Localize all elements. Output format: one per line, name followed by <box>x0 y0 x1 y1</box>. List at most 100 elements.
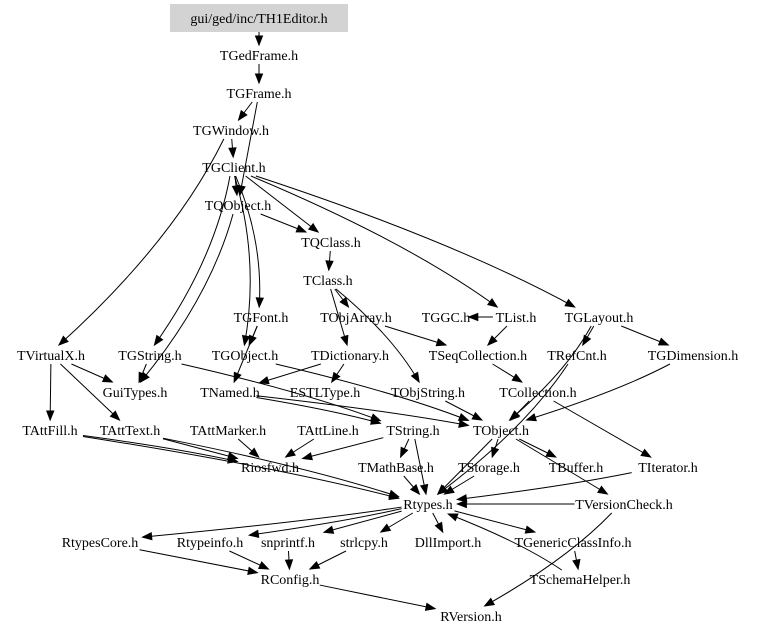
arrowhead-icon <box>254 73 264 85</box>
graph-node[interactable]: TSchemaHelper.h <box>530 573 631 588</box>
dependency-edge <box>334 288 350 309</box>
graph-node[interactable]: TCollection.h <box>499 386 576 401</box>
graph-node[interactable]: TGWindow.h <box>193 124 269 139</box>
dependency-edge <box>308 550 347 570</box>
graph-node[interactable]: TStorage.h <box>458 461 520 476</box>
graph-node[interactable]: TAttLine.h <box>297 424 358 439</box>
dependency-edge <box>139 549 259 575</box>
node-label: TAttMarker.h <box>190 424 266 439</box>
graph-node[interactable]: TAttFill.h <box>22 424 77 439</box>
dependency-edge <box>57 138 225 346</box>
dependency-edge <box>245 175 320 233</box>
graph-node[interactable]: TGFrame.h <box>227 87 292 102</box>
graph-node[interactable]: TGFont.h <box>234 311 289 326</box>
graph-node[interactable]: ESTLType.h <box>290 386 360 401</box>
graph-node[interactable]: TGString.h <box>118 349 181 364</box>
arrowhead-icon <box>370 416 382 425</box>
graph-node[interactable]: snprintf.h <box>261 536 315 551</box>
graph-node[interactable]: TDictionary.h <box>311 349 389 364</box>
arrowhead-icon <box>325 260 334 272</box>
graph-node[interactable]: TGenericClassInfo.h <box>514 536 631 551</box>
graph-node[interactable]: TGGC.h <box>422 311 471 326</box>
dependency-edge <box>436 438 493 495</box>
dependency-edge <box>237 101 253 122</box>
edge-line <box>58 138 225 346</box>
arrowhead-icon <box>657 337 670 346</box>
dependency-edge <box>443 475 475 495</box>
graph-node[interactable]: RConfig.h <box>261 573 320 588</box>
graph-node[interactable]: RVersion.h <box>440 610 502 625</box>
graph-node[interactable]: TAttMarker.h <box>190 424 266 439</box>
graph-node[interactable]: TBuffer.h <box>549 461 604 476</box>
graph-node[interactable]: TObjString.h <box>391 386 465 401</box>
graph-node[interactable]: TNamed.h <box>200 386 259 401</box>
edge-line <box>249 508 402 536</box>
dependency-edge <box>330 288 349 347</box>
edge-line <box>457 472 632 500</box>
arrowhead-icon <box>467 312 479 322</box>
graph-node[interactable]: TVirtualX.h <box>17 349 85 364</box>
dependency-edge <box>275 363 470 421</box>
graph-node[interactable]: TObject.h <box>473 424 529 439</box>
graph-node[interactable]: gui/ged/inc/TH1Editor.h <box>170 4 348 32</box>
arrowhead-icon <box>400 446 409 459</box>
node-label: TRefCnt.h <box>547 349 607 364</box>
node-label: strlcpy.h <box>340 536 388 551</box>
graph-node[interactable]: TClass.h <box>303 274 352 289</box>
graph-node[interactable]: TAttText.h <box>100 424 161 439</box>
graph-node[interactable]: TQObject.h <box>205 199 271 214</box>
edge-line <box>526 363 671 421</box>
graph-node[interactable]: TRefCnt.h <box>547 349 607 364</box>
arrowhead-icon <box>564 298 576 308</box>
graph-node[interactable]: TIterator.h <box>638 461 697 476</box>
node-label: TGDimension.h <box>648 349 739 364</box>
dependency-edge <box>325 250 334 272</box>
arrowhead-icon <box>255 297 265 309</box>
dependency-edge <box>237 438 260 458</box>
dependency-edge <box>330 363 345 384</box>
dependency-edge <box>519 438 557 458</box>
arrowhead-icon <box>248 447 260 458</box>
dependency-edge <box>403 475 421 496</box>
node-label: TGWindow.h <box>193 124 269 139</box>
graph-node[interactable]: TSeqCollection.h <box>429 349 527 364</box>
arrowhead-icon <box>257 561 270 570</box>
graph-node[interactable]: TList.h <box>496 311 537 326</box>
graph-node[interactable]: TGDimension.h <box>648 349 739 364</box>
graph-node[interactable]: TGClient.h <box>202 161 265 176</box>
edge-line <box>259 363 321 384</box>
dependency-edge <box>71 363 114 383</box>
graph-node[interactable]: Rtypes.h <box>403 498 452 513</box>
graph-node[interactable]: TGObject.h <box>212 349 278 364</box>
graph-node[interactable]: Rtypeinfo.h <box>177 536 244 551</box>
dependency-edge <box>254 64 264 85</box>
graph-node[interactable]: TGLayout.h <box>565 311 634 326</box>
graph-node[interactable]: TString.h <box>386 424 439 439</box>
graph-node[interactable]: GuiTypes.h <box>103 386 168 401</box>
arrowhead-icon <box>388 489 400 498</box>
graph-node[interactable]: TMathBase.h <box>358 461 434 476</box>
graph-node[interactable]: TGedFrame.h <box>220 49 298 64</box>
dependency-edge <box>553 400 652 458</box>
graph-node[interactable]: TObjArray.h <box>320 311 392 326</box>
dependency-edge <box>446 513 563 571</box>
arrowhead-icon <box>457 413 470 421</box>
dependency-edge <box>572 550 581 571</box>
edge-line <box>256 395 469 426</box>
node-label: RtypesCore.h <box>62 536 139 551</box>
graph-node[interactable]: strlcpy.h <box>340 536 388 551</box>
arrowhead-icon <box>330 371 341 384</box>
arrowhead-icon <box>301 452 313 461</box>
node-label: TObjString.h <box>391 386 465 401</box>
graph-node[interactable]: TQClass.h <box>301 236 361 251</box>
edge-line <box>515 438 608 495</box>
graph-node[interactable]: DllImport.h <box>415 536 482 551</box>
graph-node[interactable]: Riosfwd.h <box>241 461 299 476</box>
graph-node[interactable]: RtypesCore.h <box>62 536 139 551</box>
edge-line <box>437 363 569 495</box>
node-label: TQObject.h <box>205 199 271 214</box>
dependency-edge <box>335 288 420 384</box>
arrowhead-icon <box>487 297 499 308</box>
graph-node[interactable]: TVersionCheck.h <box>575 498 673 513</box>
node-label: Riosfwd.h <box>241 461 299 476</box>
